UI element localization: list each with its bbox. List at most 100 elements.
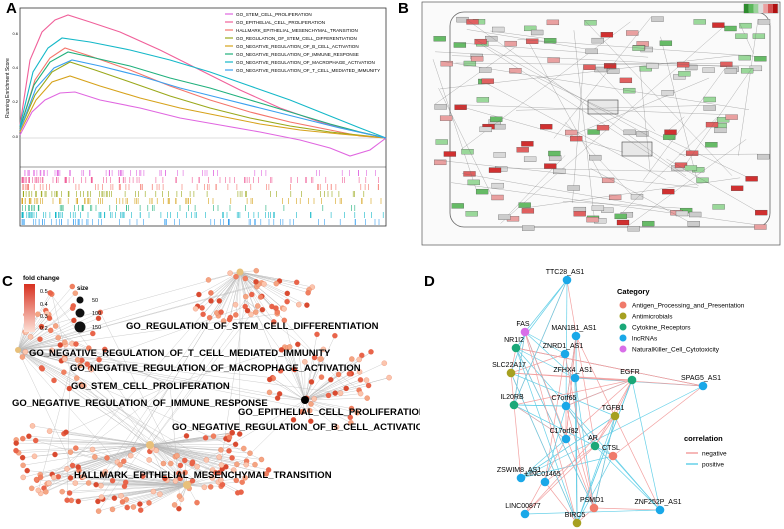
gene-node (35, 487, 42, 494)
gene-node (226, 448, 232, 454)
cnet-edge (149, 444, 222, 466)
gene-box (565, 129, 578, 136)
gene-node (67, 449, 74, 455)
category-entry: NaturalKiller_Cell_Cytotoxicity (632, 347, 720, 354)
node-dot (698, 381, 708, 391)
network-edge (575, 335, 578, 524)
cnet-edge (72, 444, 151, 466)
gene-node (307, 407, 313, 414)
cnet-edge (17, 349, 81, 366)
cnet-edge (277, 397, 306, 401)
node-label: C7orf65 (552, 395, 577, 402)
cnet-edge (239, 271, 252, 295)
cnet-edge (69, 369, 185, 461)
gene-node (88, 366, 95, 373)
gene-node (20, 435, 26, 442)
network-edge (520, 438, 567, 479)
gene-node (241, 445, 247, 452)
cnet-edge (17, 320, 74, 351)
gene-node (69, 462, 76, 469)
gene-box (675, 210, 689, 217)
gene-box (616, 219, 630, 226)
pathway-arrow (474, 38, 686, 157)
pathway-arrow (435, 51, 727, 67)
node-label: LINC00877 (505, 503, 541, 510)
gene-node (218, 477, 224, 483)
network-edge (510, 353, 566, 374)
gene-node (332, 390, 338, 396)
cnet-edge (239, 271, 310, 290)
correlation-entry: negative (702, 451, 727, 458)
pathway-arrow (678, 153, 758, 155)
gene-box (712, 22, 725, 28)
gene-node (130, 446, 137, 453)
gene-box (491, 194, 504, 201)
gene-box (475, 188, 489, 195)
gene-box (466, 19, 479, 25)
gene-node (77, 362, 83, 369)
gene-box (451, 203, 464, 209)
gene-node (102, 346, 108, 353)
pathway-genes (432, 4, 778, 232)
term-hub (146, 441, 154, 449)
gene-node (117, 462, 123, 468)
gene-node (349, 356, 355, 362)
cnet-edge (78, 470, 188, 486)
gene-node (267, 376, 273, 383)
gene-node (182, 457, 188, 464)
gene-box (608, 194, 622, 201)
gene-node (95, 498, 101, 505)
gene-box (725, 114, 738, 120)
gene-box (443, 151, 457, 157)
gene-node (202, 435, 209, 441)
gene-box (661, 90, 674, 96)
term-label: GO_STEM_CELL_PROLIFERATION (71, 381, 230, 392)
pathway-arrow (466, 19, 687, 177)
cnet-edge (149, 444, 247, 465)
node-label: ZNF252P_AS1 (634, 499, 681, 506)
panel-d-network: TTC28_AS1FASMAN1B1_AS1NR1I2ZNRD1_AS1SLC2… (492, 269, 745, 528)
cnet-edge (304, 358, 322, 401)
gene-node (19, 354, 26, 360)
network-edge (576, 455, 614, 524)
cnet-edge (269, 379, 306, 401)
gene-node (219, 481, 226, 488)
node-dot (561, 434, 571, 444)
cnet-edge (69, 388, 151, 446)
cnet-edge (17, 318, 99, 351)
correlation-title: correlation (684, 434, 723, 443)
gene-box (702, 67, 715, 73)
gene-box (688, 211, 702, 218)
network-edge (520, 455, 614, 479)
cnet-edge (17, 349, 77, 379)
size-key-dot (76, 296, 84, 304)
category-key-dot (619, 312, 627, 320)
network-edge (515, 279, 568, 349)
cnet-edge (149, 432, 233, 446)
node-dot (509, 400, 519, 410)
gene-box (461, 149, 474, 155)
gene-box (491, 182, 504, 189)
gene-box (583, 64, 596, 70)
network-edge (593, 507, 661, 511)
gene-node (287, 344, 293, 350)
network-node: TTC28_AS1 (546, 269, 584, 285)
gene-node (201, 484, 208, 490)
gene-box (521, 141, 534, 147)
cnet-edge (163, 463, 188, 486)
gene-node (318, 356, 324, 362)
gene-node (216, 298, 222, 304)
gene-box (504, 40, 517, 47)
gene-box (623, 87, 636, 94)
network-node: FAS (516, 321, 530, 337)
gene-node (273, 305, 279, 311)
gene-node (174, 452, 180, 459)
term-label: GO_NEGATIVE_REGULATION_OF_MACROPHAGE_ACT… (70, 363, 361, 374)
network-node: PSMD1 (580, 497, 604, 513)
pathway-arrow (515, 105, 704, 111)
gene-box (712, 204, 725, 210)
network-edge (576, 379, 633, 524)
gene-box (730, 185, 744, 191)
node-label: NR1I2 (504, 337, 524, 344)
gene-node (176, 470, 182, 477)
